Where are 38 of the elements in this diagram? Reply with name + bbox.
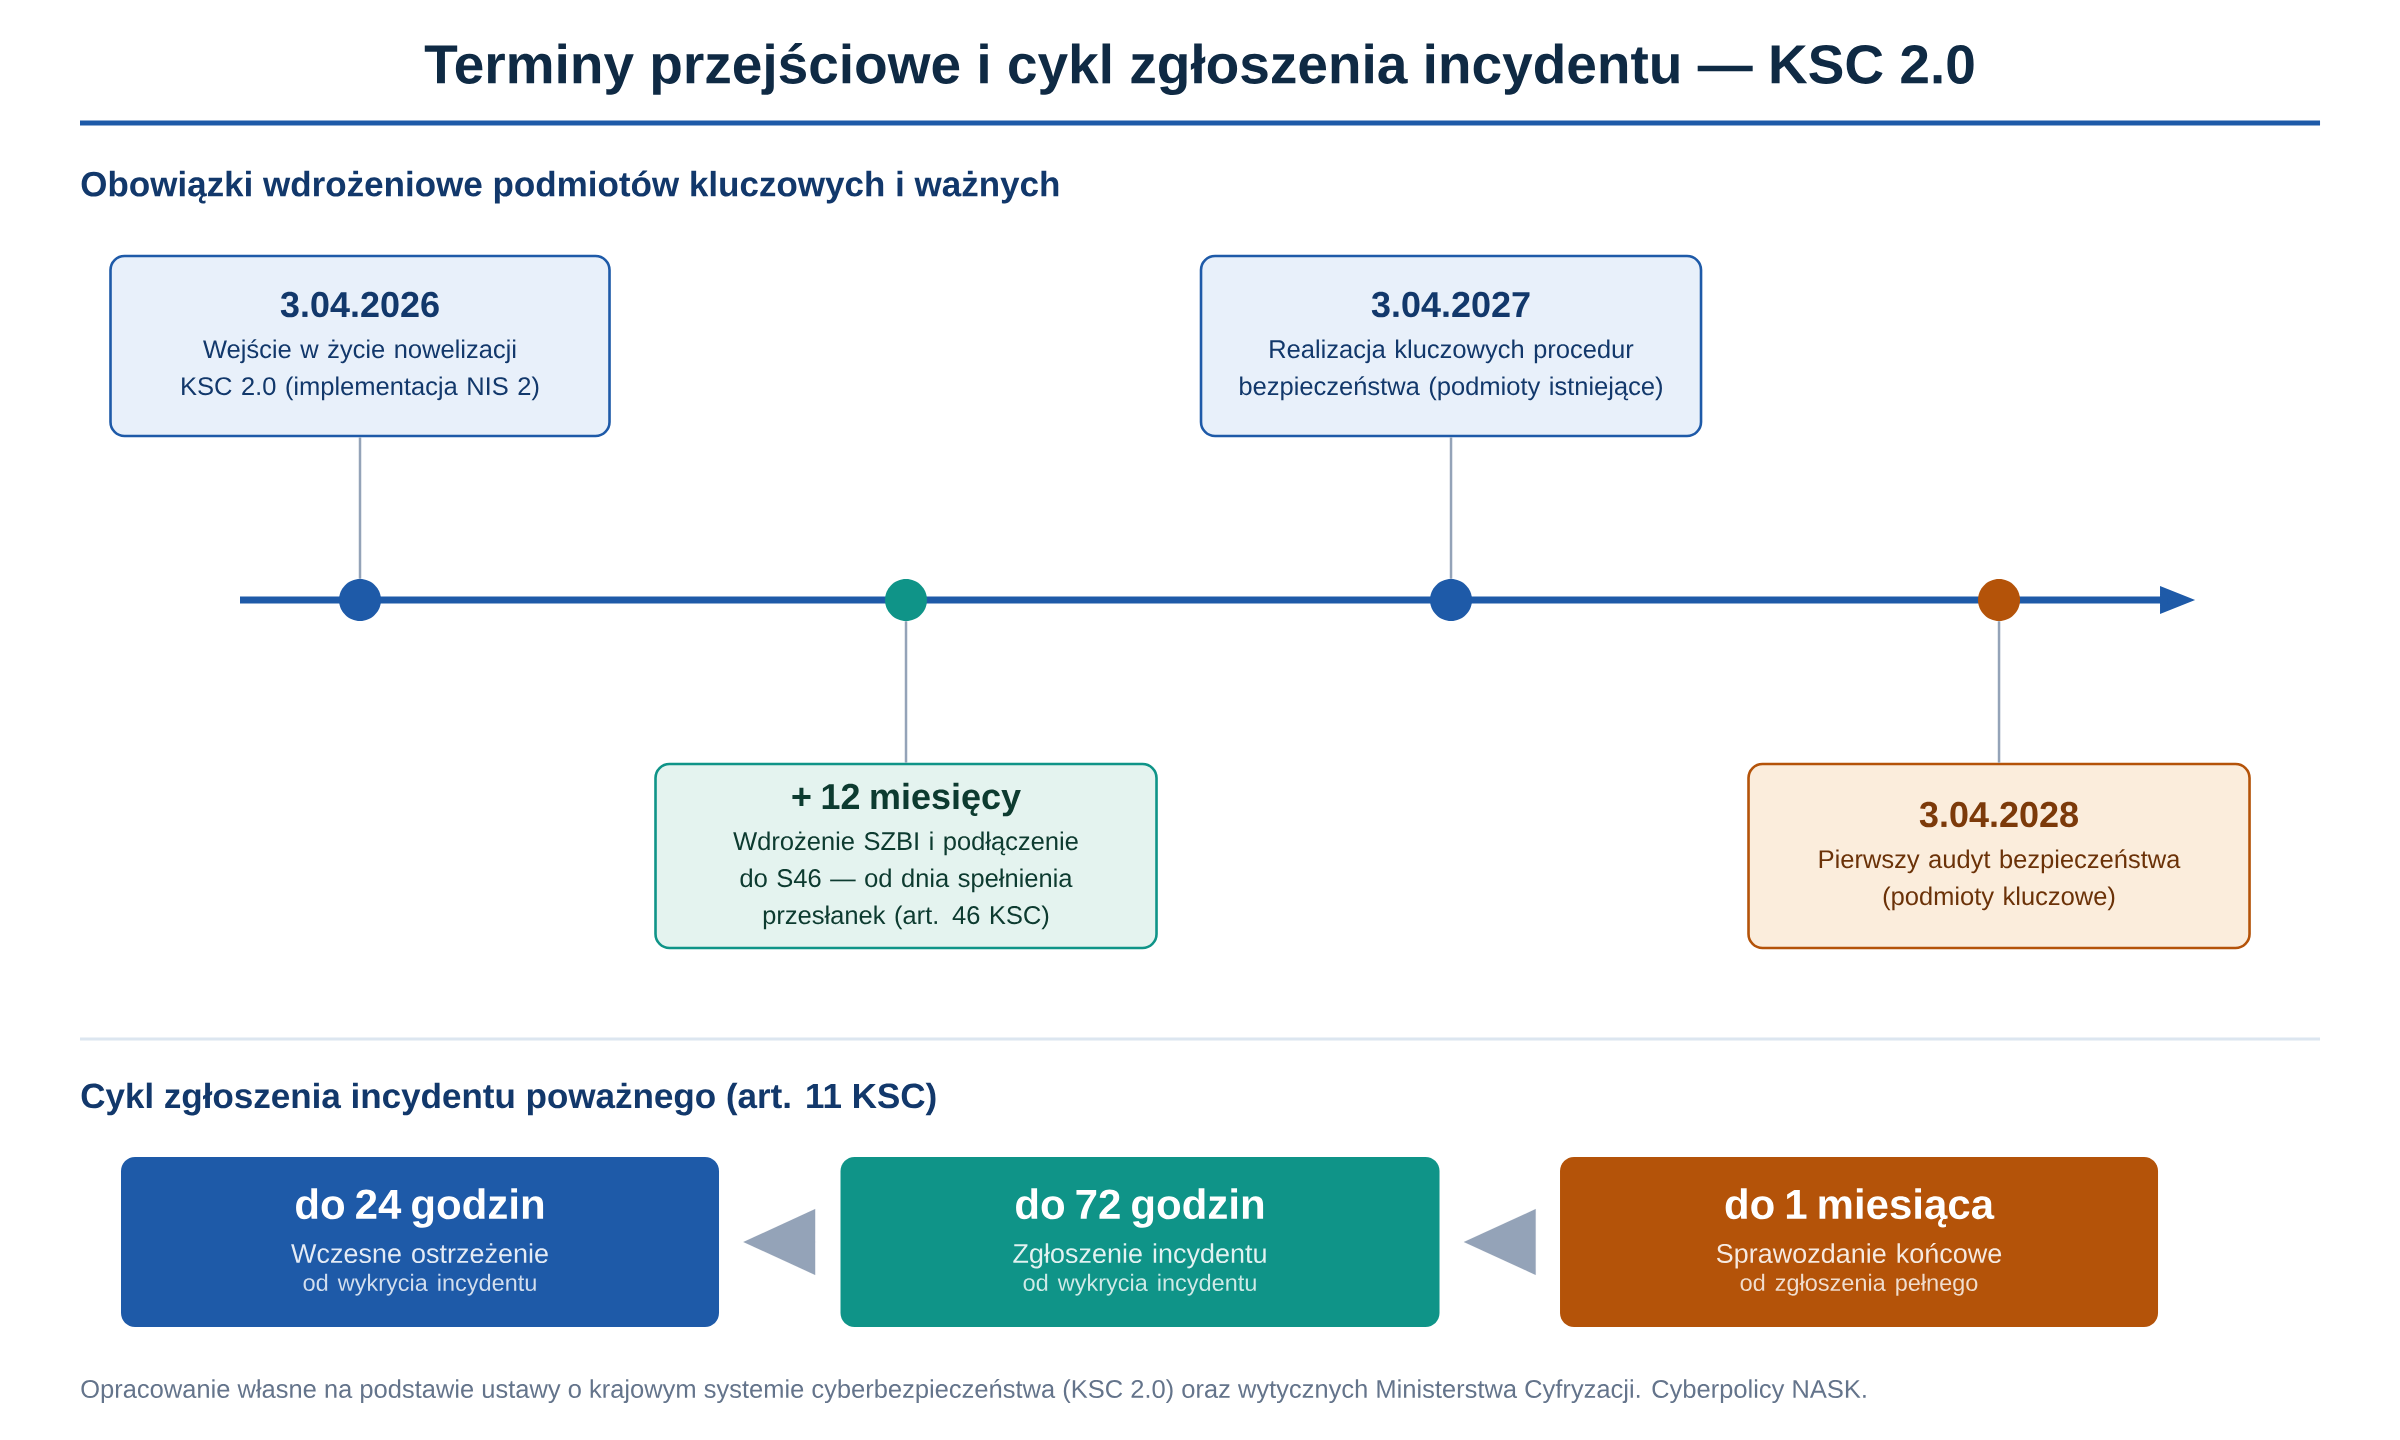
date-heading: 3.04.2028 xyxy=(1919,801,2078,828)
date-heading: 3.04.2026 xyxy=(280,291,439,318)
description-text: Realizacja kluczowych procedur bezpieczeństwa (podmioty istniejące) xyxy=(1240,339,1662,401)
step-name: Wczesne ostrzeżenie xyxy=(291,1243,548,1264)
step-note: od wykrycia incydentu xyxy=(303,1273,536,1296)
date-heading: + 12 miesięcy xyxy=(792,782,1021,817)
step-note: od zgłoszenia pełnego xyxy=(1740,1273,1978,1296)
milestone-card xyxy=(1199,254,1703,438)
deadline-box xyxy=(121,1157,719,1327)
milestone-card xyxy=(109,254,611,438)
title: Terminy przejściowe i cykl zgłoszenia incydentu — KSC 2.0 xyxy=(424,43,1974,95)
deadline-heading: do 24 godzin xyxy=(296,1188,544,1228)
section-heading: Obowiązki wdrożeniowe podmiotów kluczowych i ważnych xyxy=(81,170,1059,204)
leader-line xyxy=(904,621,908,763)
milestone-card xyxy=(1747,762,2251,950)
step-note: od wykrycia incydentu xyxy=(1023,1273,1256,1296)
chevron-arrow xyxy=(1463,1209,1536,1275)
deadline-heading: do 72 godzin xyxy=(1016,1188,1264,1228)
leader-line xyxy=(1449,437,1453,579)
milestone-card xyxy=(654,762,1158,950)
step-name: Sprawozdanie końcowe xyxy=(1716,1242,2002,1269)
date-heading: 3.04.2027 xyxy=(1371,291,1530,318)
step-name: Zgłoszenie incydentu xyxy=(1013,1243,1266,1269)
description-text: Pierwszy audyt bezpieczeństwa (podmioty kluczowe) xyxy=(1819,849,2181,911)
deadline-box xyxy=(840,1157,1440,1327)
leader-line xyxy=(358,437,362,579)
deadline-box xyxy=(1560,1157,2159,1327)
timeline-dot xyxy=(885,579,927,621)
source-note: Opracowanie własne na podstawie ustawy o krajowym systemie cyberbezpieczeństwa (KSC 2.0) oraz wytycznych Ministerstwa Cyfryzacji. Cyberpolicy NASK. xyxy=(81,1379,1866,1404)
chevron-arrow xyxy=(743,1209,817,1275)
section-heading: Cykl zgłoszenia incydentu poważnego (art. 11 KSC) xyxy=(81,1082,936,1116)
description-text: Wejście w życie nowelizacji KSC 2.0 (implementacja NIS 2) xyxy=(182,339,539,401)
description-text: Wdrożenie SZBI i podłączenie do S46 — od dnia spełnienia przesłanek (art. 46 KSC) xyxy=(733,831,1078,930)
timeline-dot xyxy=(1430,579,1472,621)
timeline-dot xyxy=(339,579,381,621)
timeline-dot xyxy=(1978,579,2021,621)
deadline-heading: do 1 miesiąca xyxy=(1725,1188,1995,1228)
leader-line xyxy=(1997,621,2001,763)
